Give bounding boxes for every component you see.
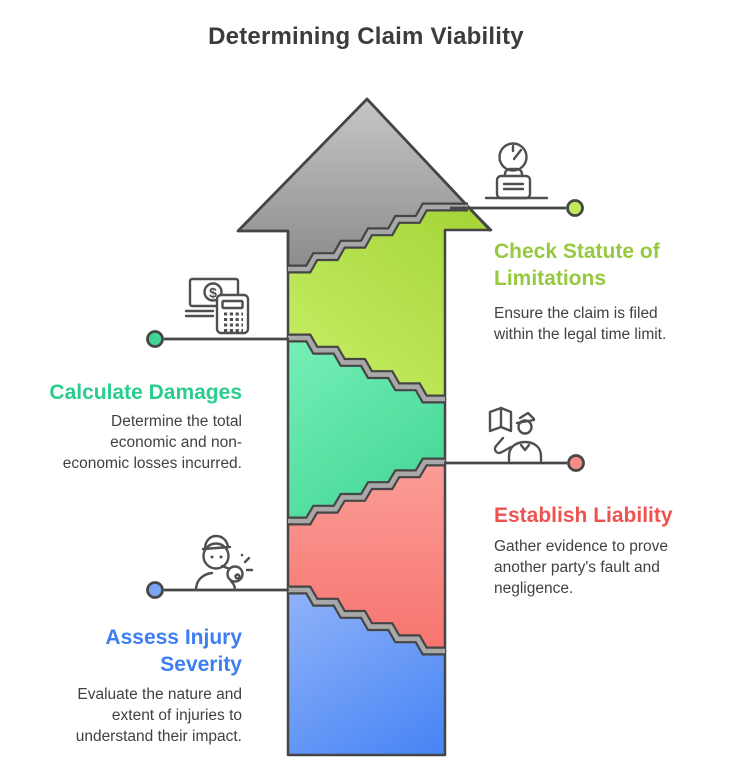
page-title: Determining Claim Viability [208,23,524,50]
heading-calculate-damages: Calculate Damages [49,381,242,404]
staircase-band [288,459,445,524]
arrow-head [238,99,491,231]
heading-assess-injury-severity: Assess Injury Severity [105,626,242,676]
description-calculate-damages: Determine the total economic and non-eco… [62,413,242,472]
heading-establish-liability: Establish Liability [494,504,673,527]
arrow-head-outline [236,97,493,269]
staircase-band [288,587,445,654]
whistle-person-icon [194,534,254,592]
deadline-clock-briefcase-icon [484,142,549,200]
marker-dot-assess-injury [146,581,164,599]
description-assess-injury-severity: Evaluate the nature and extent of injuri… [75,686,242,745]
staircase-band [288,335,445,402]
description-check-statute-of-limitations: Ensure the claim is filed within the leg… [494,305,667,343]
marker-dot-establish-liability [567,454,585,472]
officer-book-icon [488,406,543,463]
marker-dot-calculate-damages [146,330,164,348]
svg-text:$: $ [209,285,217,301]
money-calculator-icon: $ [184,277,250,335]
heading-check-statute-of-limitations: Check Statute of Limitations [494,240,660,290]
description-establish-liability: Gather evidence to prove another party's… [494,538,669,597]
marker-dot-check-statute [566,199,584,217]
staircase-band [288,204,468,272]
